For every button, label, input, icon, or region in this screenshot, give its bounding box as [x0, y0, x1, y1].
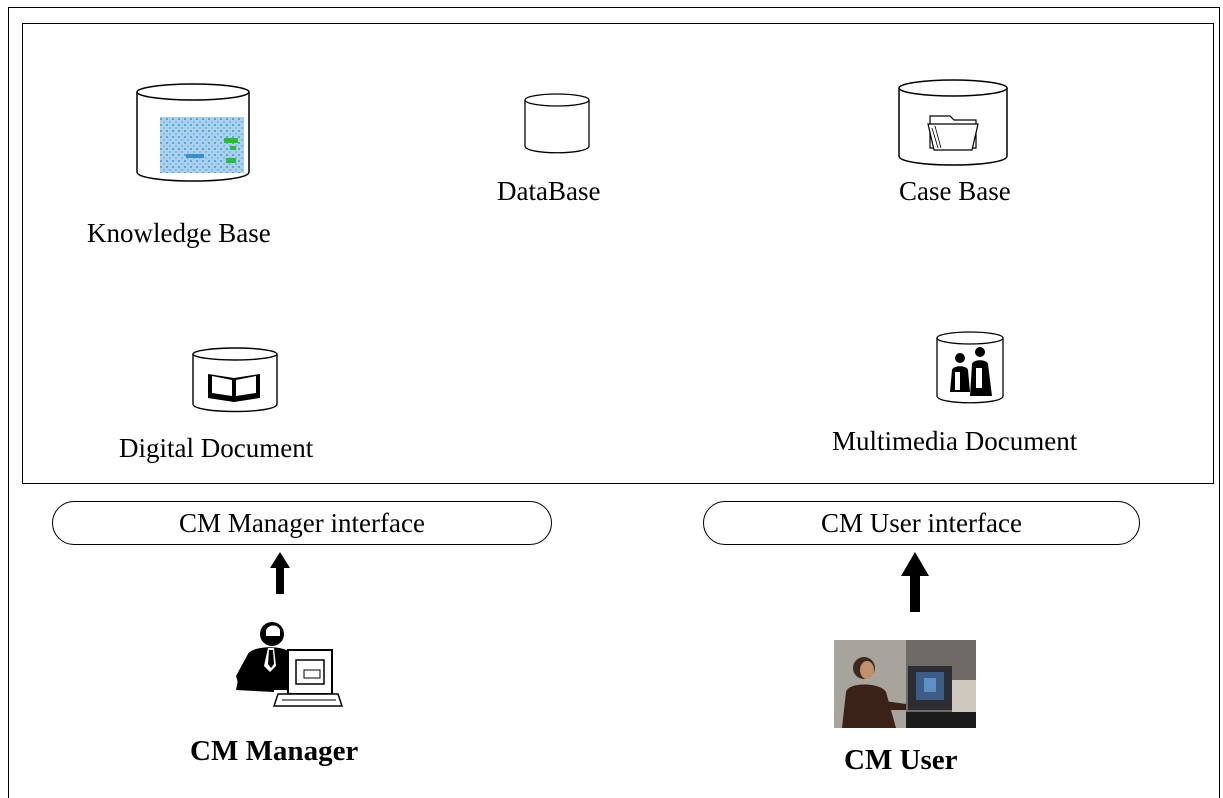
digital-document-label: Digital Document [119, 433, 314, 463]
knowledge-base-label: Knowledge Base [87, 218, 271, 248]
cm-user-interface: CM User interface [703, 501, 1140, 545]
cm-manager-interface: CM Manager interface [52, 501, 552, 545]
cm-manager-interface-label: CM Manager interface [179, 507, 425, 538]
repository-box [22, 23, 1214, 484]
digital-document-cylinder-icon [192, 347, 278, 413]
user-photo-icon [834, 640, 976, 728]
case-base-label: Case Base [899, 176, 1011, 206]
knowledge-base-cylinder-icon [136, 83, 250, 182]
database-cylinder-icon [524, 93, 590, 154]
cm-user-interface-label: CM User interface [821, 507, 1022, 538]
cm-manager-label: CM Manager [190, 735, 359, 767]
database-label: DataBase [497, 176, 601, 206]
multimedia-document-label: Multimedia Document [832, 426, 1078, 456]
cm-user-label: CM User [844, 744, 958, 776]
case-base-cylinder-icon [898, 79, 1008, 166]
outer-frame [8, 7, 1220, 798]
manager-up-arrow [270, 552, 290, 594]
multimedia-document-cylinder-icon [936, 331, 1004, 404]
person-at-computer-icon [236, 622, 344, 707]
user-up-arrow [901, 552, 929, 612]
